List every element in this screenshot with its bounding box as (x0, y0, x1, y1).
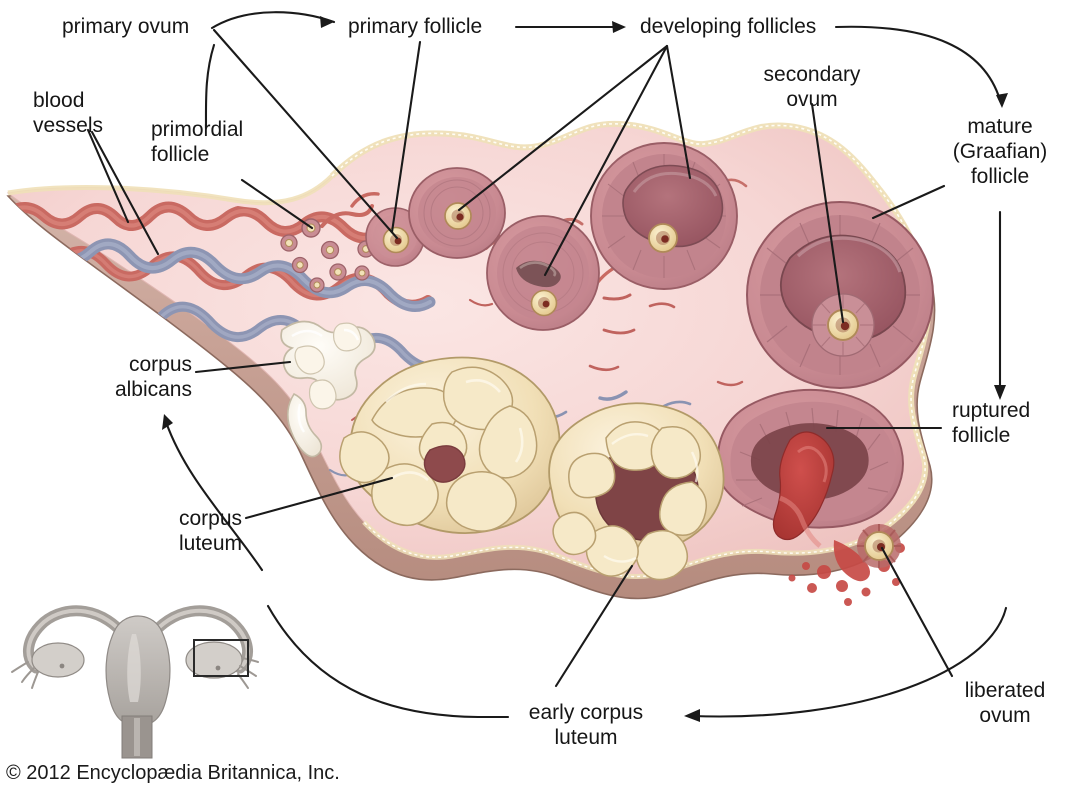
secondary-ovum (827, 309, 859, 341)
ruptured-follicle (716, 388, 905, 606)
arrow-developing-to-mature (834, 25, 1002, 102)
antrum (622, 164, 724, 248)
primordial-follicle (320, 240, 340, 260)
leader-developing-3 (665, 44, 692, 180)
leader-corpus-luteum (244, 476, 394, 520)
label-ruptured-follicle-line1: ruptured (952, 399, 1031, 422)
early-corpus-luteum (548, 402, 725, 581)
leader-primary-follicle (390, 40, 422, 234)
label-corpus-albicans-line2: albicans (114, 378, 192, 401)
primordial-follicle (280, 234, 298, 252)
label-corpus-luteum-line1: corpus (178, 507, 242, 530)
label-liberated-ovum-line1: liberated (964, 679, 1046, 702)
label-ruptured-follicle-line2: follicle (952, 424, 1011, 447)
primordial-follicle (329, 263, 347, 281)
leader-mature-follicle (871, 184, 946, 220)
leader-blood-vessel-vein (90, 130, 160, 256)
blood-clot (772, 431, 835, 541)
label-secondary-ovum-line2: ovum (786, 88, 838, 111)
leader-primordial-stub (204, 43, 216, 130)
corpus-luteum (339, 356, 561, 534)
uterus-inset (11, 605, 259, 759)
label-secondary-ovum-line1: secondary (763, 63, 861, 86)
leader-secondary-ovum (810, 102, 845, 324)
label-early-corpus-luteum-line1: early corpus (528, 701, 644, 724)
arrow-to-corpus-albicans (164, 420, 264, 572)
label-corpus-albicans-line1: corpus (128, 353, 192, 376)
arrow-primary-ovum-to-primary-follicle (210, 11, 336, 30)
label-primordial-follicle-line2: follicle (151, 143, 210, 166)
ovum (444, 202, 472, 230)
label-primordial-follicle-line1: primordial (151, 118, 244, 141)
central-cavity (423, 445, 466, 483)
leader-developing-1 (457, 44, 669, 212)
leader-early-corpus-luteum (554, 564, 634, 688)
liberated-ovum (857, 524, 901, 568)
developing-follicle (486, 215, 600, 331)
label-mature-follicle-line1: mature (967, 115, 1033, 138)
arrow-liberated-to-early-cl (690, 606, 1008, 718)
leader-primary-ovum (212, 28, 399, 240)
inset-highlight-box (193, 639, 249, 677)
ovum (530, 289, 558, 317)
label-corpus-luteum-line2: luteum (178, 532, 242, 555)
label-blood-vessels-line1: blood (33, 89, 85, 112)
primary-ovum (382, 226, 410, 254)
curve-inset-to-early-cl (266, 604, 480, 719)
primordial-follicle (354, 265, 370, 281)
leader-lines (86, 11, 1008, 722)
primordial-follicle (309, 277, 325, 293)
label-developing-follicles: developing follicles (640, 15, 817, 38)
primordial-follicle (291, 256, 309, 274)
label-liberated-ovum-line2: ovum (979, 704, 1031, 727)
label-mature-follicle-line3: follicle (970, 165, 1030, 188)
corpus-albicans (280, 320, 376, 458)
label-primary-follicle: primary follicle (348, 15, 483, 38)
leader-primordial-follicle (240, 178, 314, 230)
ovum (648, 223, 678, 253)
label-early-corpus-luteum-line2: luteum (554, 726, 618, 749)
label-blood-vessels-line2: vessels (33, 114, 104, 137)
leader-developing-2 (543, 44, 669, 277)
developing-follicle (590, 142, 738, 290)
label-primary-ovum: primary ovum (62, 15, 190, 38)
leader-corpus-albicans (194, 360, 292, 374)
leader-liberated-ovum (880, 546, 954, 678)
antrum (780, 234, 907, 342)
copyright-credit: © 2012 Encyclopædia Britannica, Inc. (6, 762, 340, 784)
label-mature-follicle-line2: (Graafian) (952, 140, 1048, 163)
leader-blood-vessel-artery (86, 128, 130, 224)
developing-follicle (408, 167, 506, 259)
